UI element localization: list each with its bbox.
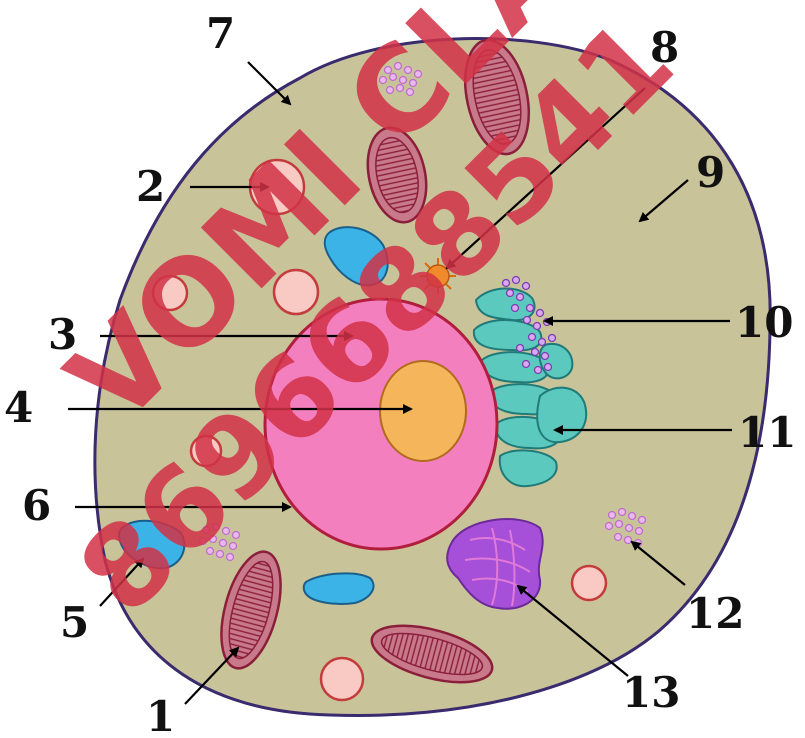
lysosome [321,658,363,700]
label-6: 6 [22,481,51,530]
label-5: 5 [60,598,89,647]
label-13: 13 [622,668,680,717]
label-7: 7 [206,9,235,58]
label-12: 12 [686,589,744,638]
label-2: 2 [136,162,165,211]
label-3: 3 [48,310,77,359]
label-9: 9 [696,148,725,197]
vacuole [304,573,374,604]
label-11: 11 [738,408,796,457]
label-1: 1 [146,692,175,733]
label-10: 10 [735,298,793,347]
lysosome [572,566,606,600]
label-8: 8 [650,23,679,72]
label-4: 4 [4,383,33,432]
